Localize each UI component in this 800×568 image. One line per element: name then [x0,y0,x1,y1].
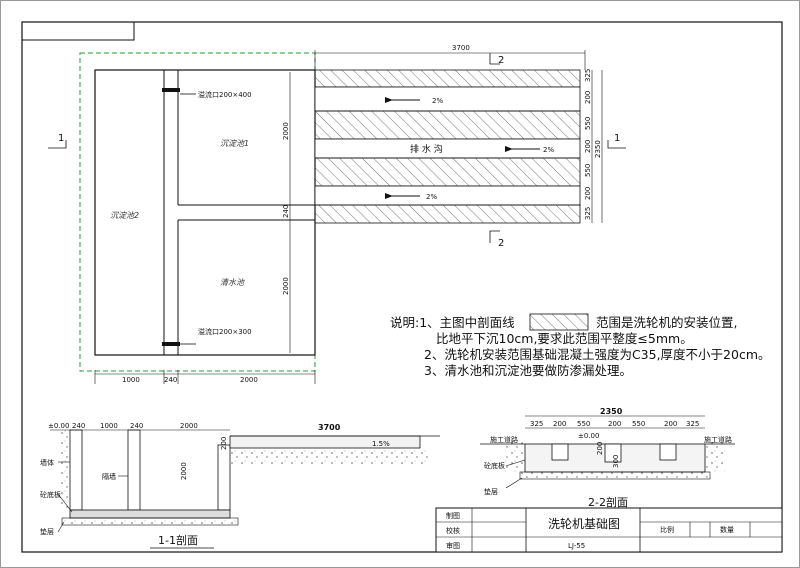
platform-slab [229,435,421,449]
pool-settle-1-label: 沉淀池1 [220,139,249,148]
section-1-1: ±0.00 240 1000 240 2000 3700 2000 200 1.… [40,422,440,549]
sec11-dim-3700: 3700 [318,423,341,432]
base-slab [69,509,231,519]
slope-label-2: 2% [543,146,554,154]
top-dimension: 3700 [452,44,470,52]
right-dim-5: 550 [584,164,592,177]
sec22-trench-3 [659,443,677,461]
tb-review-label: 审图 [446,541,460,550]
section-1-right: 1 [614,133,620,144]
section-2-top: 2 [498,55,504,66]
drain-2 [314,138,581,159]
title-block: 制图 校核 审图 洗轮机基础图 比例 数量 LJ-55 [435,507,783,553]
right-dim-6: 200 [584,187,592,200]
note-line-2: 比地平下沉10cm,要求此范围平整度≤5mm。 [436,331,693,346]
tb-code: LJ-55 [568,542,585,550]
sec11-wall-label: 墙体 [40,458,54,467]
note-line-4: 3、清水池和沉淀池要做防渗漏处理。 [424,363,632,378]
platform-strip-2 [314,110,581,140]
overflow-top-label: 溢流口200×400 [198,90,252,99]
sec11-depth: 2000 [180,462,188,480]
overflow-opening-bottom [162,342,180,346]
wall-left [69,429,83,511]
right-dim-3: 550 [584,117,592,130]
tb-scale-label: 比例 [660,525,674,534]
right-dim-4: 200 [584,140,592,153]
tb-quantity-label: 数量 [720,525,734,534]
sec22-trench-1 [551,443,569,461]
right-dim-7: 325 [584,207,592,220]
tb-check-label: 校核 [446,526,460,535]
sec22-road-right: 施工道路 [704,435,732,444]
sec11-dim-2000: 2000 [180,422,198,430]
sec11-dim-240a: 240 [72,422,85,430]
drain-3 [314,185,581,206]
sec22-dim-300-v: 300 [612,455,620,468]
sec22-road-left: 施工道路 [490,435,518,444]
hatch-legend [529,313,589,331]
overflow-bottom-label: 溢流口200×300 [198,327,252,336]
tb-draw-label: 制图 [446,511,460,520]
platform-strip-4 [314,204,581,224]
sec22-dim-4: 200 [608,420,621,428]
sec11-slope: 1.5% [372,440,390,448]
notes: 说明:1、主图中剖面线 范围是洗轮机的安装位置, 比地平下沉10cm,要求此范围… [390,313,771,378]
dim-240-vertical: 240 [282,205,290,218]
drain-1 [314,86,581,112]
slope-label-3: 2% [426,193,437,201]
sec11-title: 1-1剖面 [158,533,198,547]
sec11-dim-1000: 1000 [100,422,118,430]
note-line-1b: 范围是洗轮机的安装位置, [596,315,737,330]
overflow-opening-top [162,88,180,92]
bottom-dim-1000: 1000 [122,376,140,384]
sec22-dim-6: 200 [664,420,677,428]
tb-title: 洗轮机基础图 [548,517,620,531]
bottom-dim-240: 240 [164,376,177,384]
sec22-elevation: ±0.00 [578,432,599,440]
dim-2000-upper: 2000 [282,122,290,140]
right-total: 2350 [594,140,602,158]
drawing-border [21,21,783,553]
sec11-partition-label: 隔墙 [102,472,116,481]
bottom-dim-2000: 2000 [240,376,258,384]
sec22-dim-3: 550 [577,420,590,428]
plan-view: 溢流口200×400 溢流口200×300 沉淀池1 沉淀池2 清水池 2000… [48,44,626,384]
dim-2000-lower: 2000 [282,277,290,295]
sec22-cushion-label: 垫层 [484,487,498,496]
sec22-title: 2-2剖面 [588,495,628,509]
slope-label-1: 2% [432,97,443,105]
note-line-1a: 说明:1、主图中剖面线 [390,315,515,330]
section-2-2: 2350 325 200 550 200 550 200 325 ±0.00 施… [480,407,735,511]
sec22-dim-200-v: 200 [596,442,604,455]
platform-strip-1 [314,69,581,88]
sec11-dim-200: 200 [220,437,228,450]
cushion-layer [61,517,239,526]
sec11-dim-240b: 240 [130,422,143,430]
pool-clear-label: 清水池 [220,278,245,287]
sec11-cushion-label: 垫层 [40,527,54,536]
drain-label: 排 水 沟 [410,143,443,155]
sec22-dim-5: 550 [632,420,645,428]
sec22-total: 2350 [600,407,623,416]
platform-strip-3 [314,157,581,187]
sec22-dim-1: 325 [530,420,543,428]
sec22-concrete-label: 砼底板 [484,461,505,470]
sec22-dim-7: 325 [686,420,699,428]
wall-right [217,444,231,511]
partition-wall [127,429,141,511]
note-line-3: 2、洗轮机安装范围基础混凝土强度为C35,厚度不小于20cm。 [424,347,771,362]
right-dim-1: 325 [584,69,592,82]
section-1-left: 1 [58,133,64,144]
sec11-elevation: ±0.00 [48,422,69,430]
pool-settle-2-label: 沉淀池2 [110,211,139,220]
sec22-cushion [519,471,711,480]
right-dim-2: 200 [584,91,592,104]
sec22-trench-2 [604,443,622,463]
section-2-bottom: 2 [498,238,504,249]
sec11-concrete-label: 砼底板 [40,490,61,499]
sec22-dim-2: 200 [553,420,566,428]
corner-box [21,21,135,41]
